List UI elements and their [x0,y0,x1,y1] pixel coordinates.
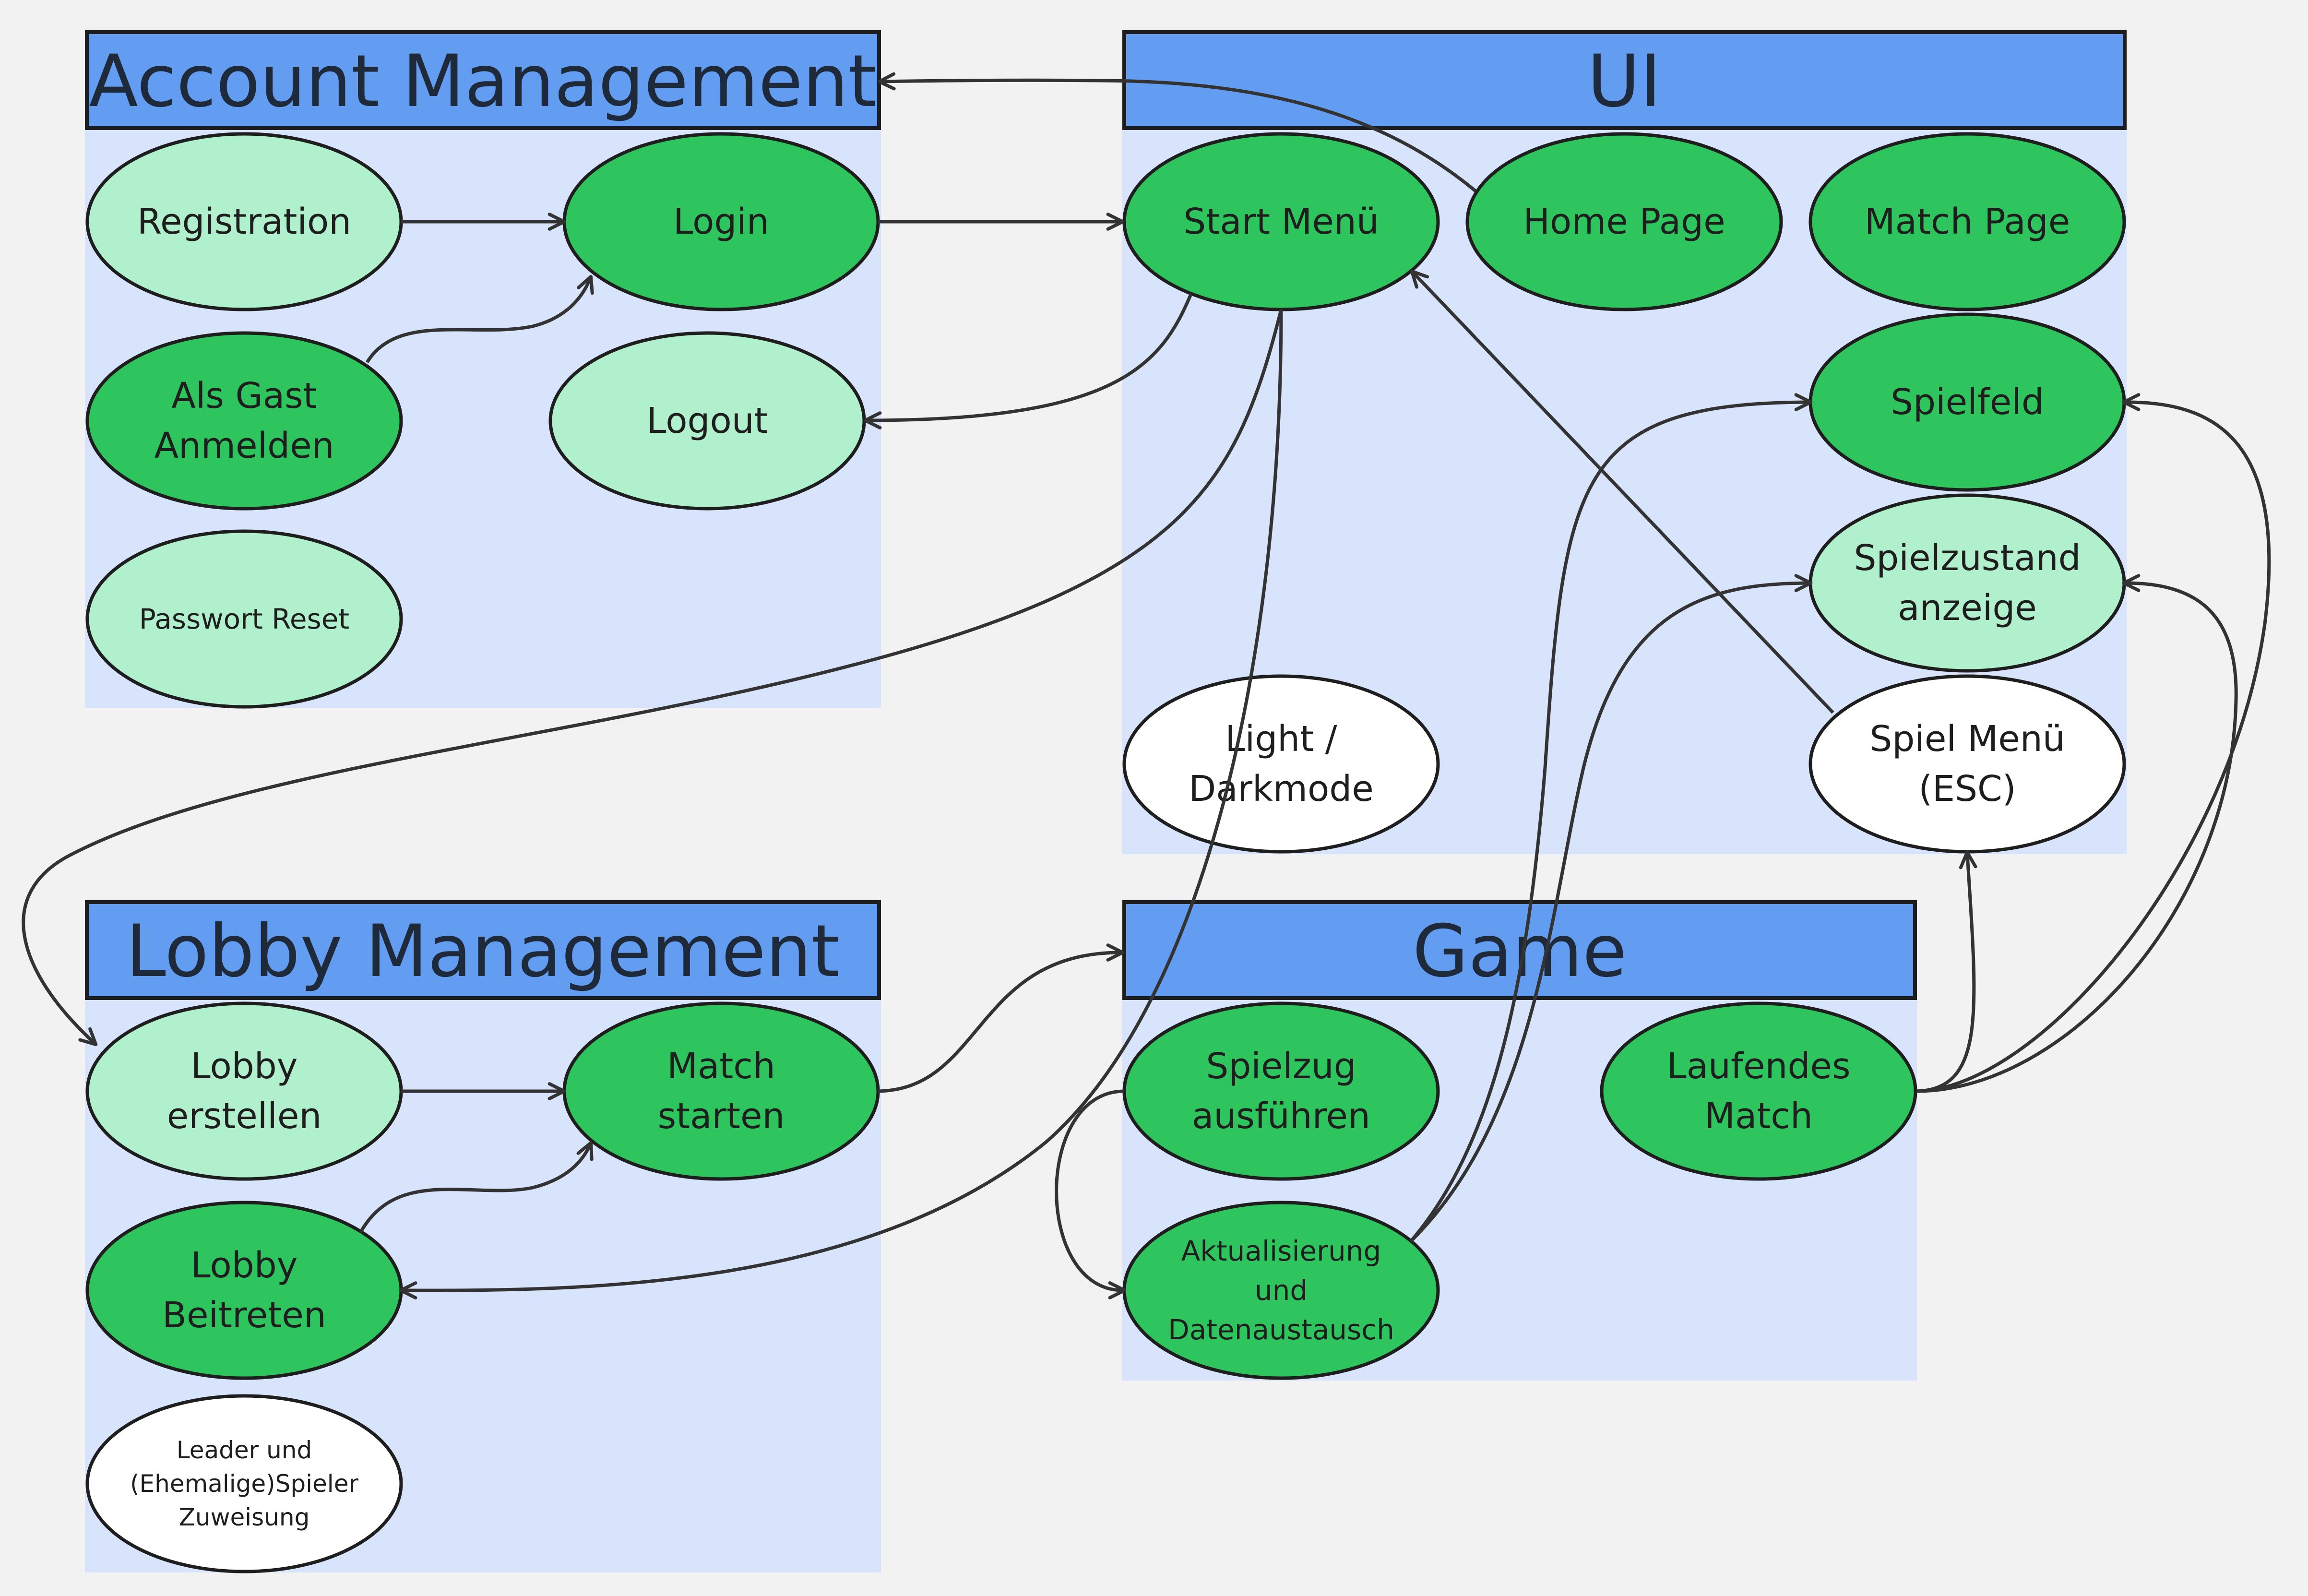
edge-lobbybeitreten-matchstarten [359,1141,594,1233]
spiel-menu-node[interactable]: Spiel Menü(ESC) [1808,674,2126,854]
spielfeld-node[interactable]: Spielfeld [1808,312,2126,492]
edge-startmenu-lobbyerstellen [22,309,1283,1047]
edge-gast-login [366,274,594,363]
passwort-reset-node[interactable]: Passwort Reset [85,529,403,709]
edge-homepage-account [877,72,1477,192]
edge-aktualisierung-spielfeld [1409,393,1813,1243]
account-management-title: Account Management [89,40,876,123]
edge-aktualisierung-spielzustand [1409,574,1813,1243]
lobby-management-header: Lobby Management [85,900,881,1000]
registration-label: Registration [137,201,351,242]
game-header: Game [1122,900,1917,1000]
edge-matchstarten-game [878,943,1125,1093]
registration-node[interactable]: Registration [85,132,403,311]
edge-laufendes-spielzustand [1916,574,2238,1093]
logout-label: Logout [646,400,768,441]
edge-startmenu-logout [863,293,1193,429]
ui-header: UI [1122,30,2127,130]
edge-spielzug-aktualisierung [1055,1089,1127,1299]
light-darkmode-label: Light /Darkmode [1189,718,1373,810]
login-node[interactable]: Login [562,132,880,311]
spielfeld-label: Spielfeld [1891,381,2044,423]
edge-laufendes-spielfeld [1916,393,2271,1093]
login-label: Login [673,201,769,242]
edge-laufendes-spielmenu [1916,850,1977,1093]
spiel-menu-label: Spiel Menü(ESC) [1869,718,2065,810]
edge-startmenu-lobbybeitreten [399,309,1283,1299]
edge-spielmenu-startmenu [1410,269,1834,714]
light-darkmode-node[interactable]: Light /Darkmode [1122,674,1440,854]
home-page-node[interactable]: Home Page [1465,132,1783,311]
lobby-management-title: Lobby Management [126,910,840,993]
logout-node[interactable]: Logout [548,331,866,511]
passwort-reset-label: Passwort Reset [139,603,349,635]
start-menu-label: Start Menü [1183,201,1379,242]
account-management-header: Account Management [85,30,881,130]
start-menu-node[interactable]: Start Menü [1122,132,1440,311]
match-page-node[interactable]: Match Page [1808,132,2126,311]
ui-title: UI [1587,40,1661,123]
home-page-label: Home Page [1523,201,1725,242]
match-page-label: Match Page [1865,201,2070,242]
